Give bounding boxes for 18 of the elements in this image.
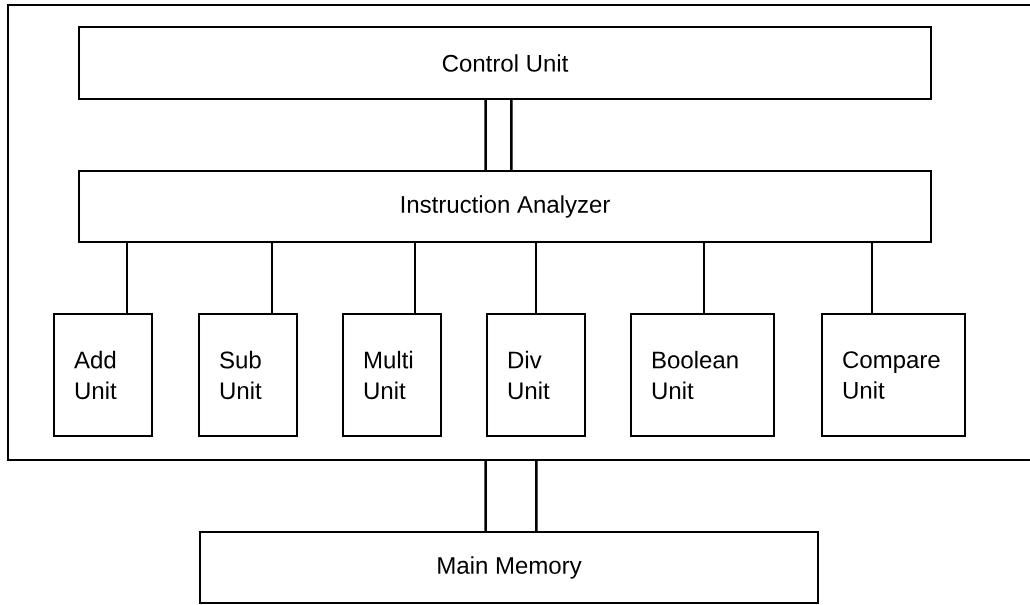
unit-box: Boolean Unit (630, 313, 775, 437)
unit-box: Multi Unit (342, 313, 442, 437)
connector-line (271, 242, 273, 314)
cpu-frame (7, 4, 1030, 461)
connector-line (126, 242, 128, 314)
unit-box: Div Unit (486, 313, 586, 437)
unit-box: Compare Unit (821, 313, 966, 437)
connector-line (871, 242, 873, 314)
bus-lines (484, 100, 513, 170)
unit-box: Control Unit (78, 26, 932, 100)
unit-box: Main Memory (199, 531, 819, 604)
unit-box: Sub Unit (198, 313, 298, 437)
connector-line (703, 242, 705, 314)
unit-box: Instruction Analyzer (78, 170, 932, 243)
unit-box: Add Unit (53, 313, 153, 437)
bus-lines (484, 461, 538, 531)
connector-line (535, 242, 537, 314)
connector-line (414, 242, 416, 314)
